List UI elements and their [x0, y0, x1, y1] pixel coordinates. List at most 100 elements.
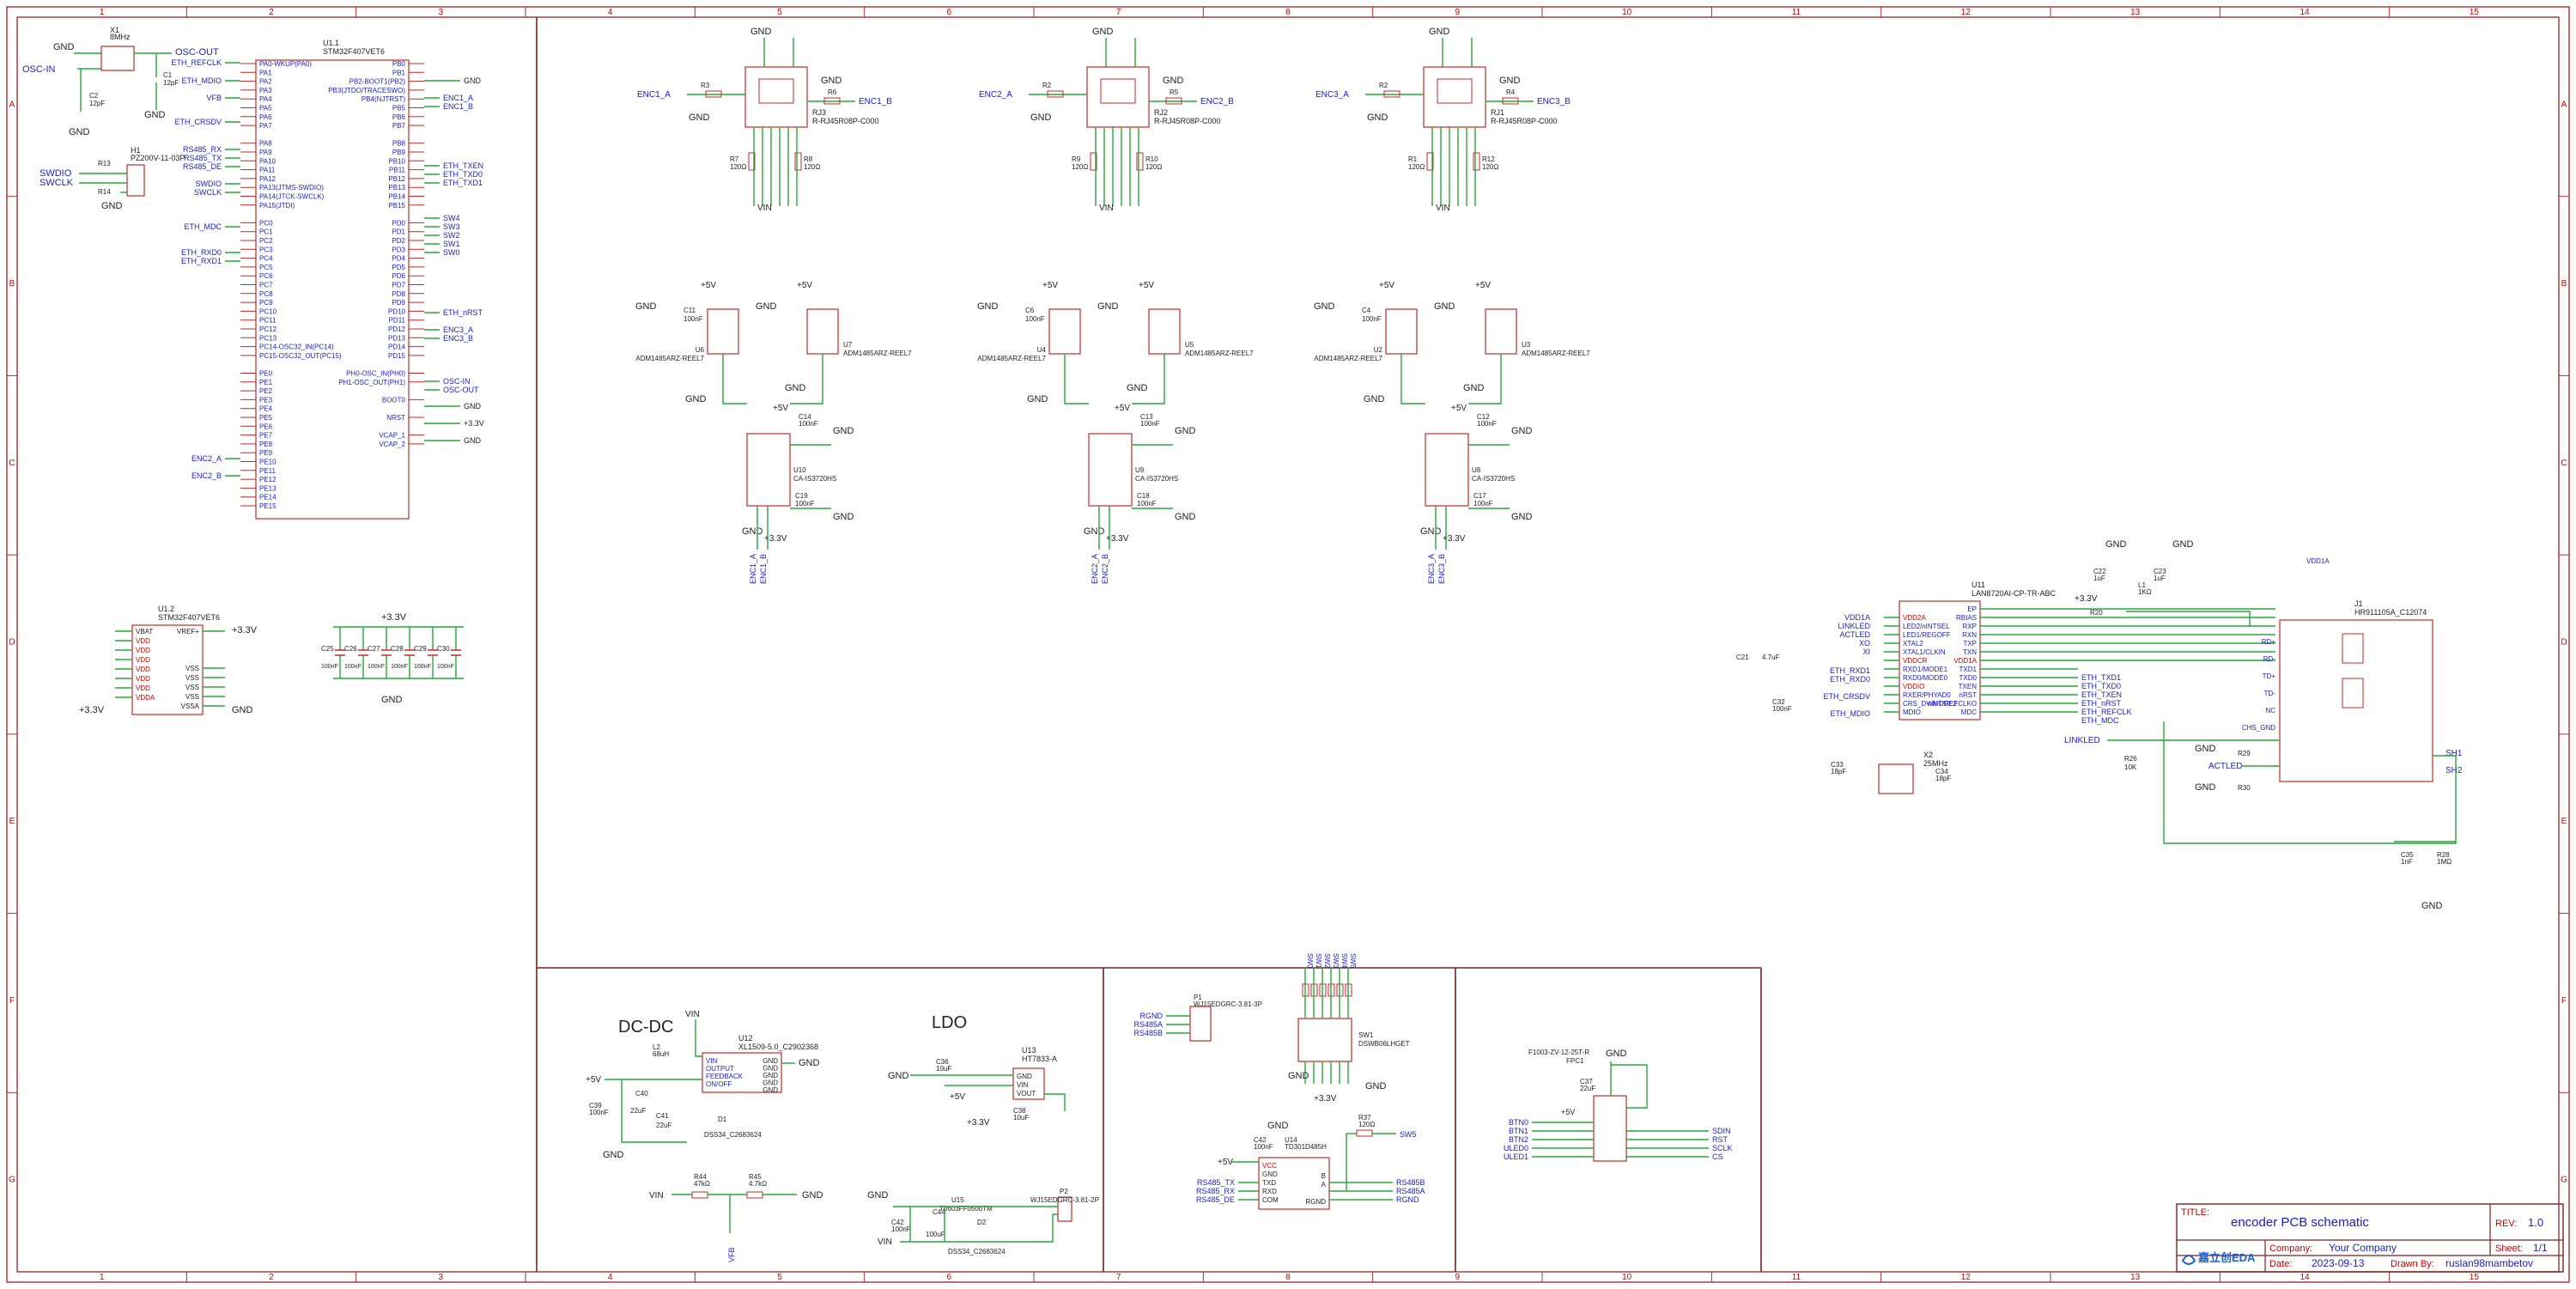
- mcu-pin-left: PC15-OSC32_OUT(PC15): [259, 352, 342, 360]
- encoder-isolator-ref: U10: [793, 466, 806, 474]
- dcdc-cap-2: C40: [635, 1090, 648, 1097]
- mcu-pin-right: PD8: [392, 290, 405, 298]
- ldo-cap-2: C38: [1013, 1107, 1026, 1115]
- encoder-isolator-body: [746, 433, 791, 507]
- encoder-cap-3: C19: [795, 492, 808, 500]
- mcu-pin-left: PC6: [259, 272, 273, 280]
- dip-switch-ref: SW1: [1358, 1031, 1374, 1039]
- mcu-pin-left: PE12: [259, 476, 276, 483]
- encoder-isolator-part: CA-IS3720HS: [1135, 475, 1178, 483]
- encoder-xcvr-a-ref: U6: [696, 346, 705, 354]
- decoupling-cap-ref: C30: [437, 645, 450, 653]
- mcu-pin-left: PE9: [259, 449, 273, 457]
- mcu-pin-right: PD7: [392, 282, 405, 289]
- phy-net-left: ETH_MDIO: [1830, 709, 1870, 718]
- mcu-net-right: GND: [464, 76, 482, 85]
- power-diode-ref: D2: [977, 1219, 987, 1226]
- title-block: TITLE: encoder PCB schematic REV: 1.0 Co…: [2176, 1203, 2564, 1273]
- frame-row-label-left: C: [9, 459, 15, 468]
- mcu-net-right: OSC-OUT: [443, 386, 479, 394]
- decoupling-cap-ref: C26: [344, 645, 357, 653]
- dcdc-pin-right: GND: [762, 1072, 778, 1079]
- dcdc-cap-1-value: 100nF: [589, 1109, 609, 1116]
- mcu-net-right: GND: [464, 436, 482, 445]
- fpc-net-right: SCLK: [1712, 1144, 1733, 1152]
- encoder-xcvr-a-part: ADM1485ARZ-REEL7: [1314, 355, 1382, 362]
- mcu-pin-left: PA5: [259, 105, 272, 112]
- rs485-section: P1WJ15EDGRC-3.81-3PRGNDRS485ARS485BU14TD…: [1133, 994, 1425, 1210]
- crystal-x1-ref: X1: [110, 26, 119, 34]
- mcu-net-left: VFB: [206, 94, 222, 102]
- crystal-net-gnd: GND: [53, 42, 75, 52]
- swd-header-body: [126, 164, 145, 197]
- power-fuse-part: T0603FF0500TM: [939, 1205, 993, 1213]
- phy-net-right: ETH_TXEN: [2081, 690, 2122, 699]
- dcdc-net-vin: VIN: [685, 1010, 700, 1019]
- encoder-cap-2: C12: [1477, 413, 1490, 421]
- swd-net-swclk: SWCLK: [39, 178, 74, 188]
- encoder-rj45-part: R-RJ45R08P-C000: [812, 117, 879, 125]
- section-title-ldo: LDO: [932, 1013, 967, 1032]
- fpc-net-left: BTN2: [1509, 1135, 1528, 1144]
- fpc-section: F1003-ZV-12-25T-RFPC1C3722uFGND+5VBTN0BT…: [1504, 1049, 1733, 1162]
- frame-row-label-left: E: [9, 817, 15, 826]
- dcdc-passives: L268uHD1DSS34_C2683624C39100nFC4022uFC41…: [586, 1010, 823, 1262]
- mcu-net-right: ETH_TXD0: [443, 170, 483, 179]
- encoder-net-gnd-5: GND: [785, 383, 806, 393]
- decoupling-cap-value: 100nF: [368, 664, 385, 670]
- encoder-cap-2-value: 100nF: [1477, 420, 1497, 428]
- mcu-power-pin-left: VBAT: [136, 628, 153, 635]
- dip-switch-net: SW5: [1349, 953, 1357, 969]
- mcu-pin-left: PC1: [259, 228, 273, 236]
- mcu-pin-left: PA11: [259, 167, 276, 174]
- phy-net-left: ETH_RXD1: [1830, 666, 1870, 675]
- encoder-rj45-part: R-RJ45R08P-C000: [1154, 117, 1221, 125]
- fpc-cap-ref: C37: [1580, 1078, 1593, 1085]
- phy-net-left: ACTLED: [1839, 630, 1870, 639]
- mcu-pin-right: PB8: [392, 140, 406, 148]
- rs485-xcvr-pin-left: TXD: [1262, 1179, 1276, 1187]
- mcu-net-right: ENC3_B: [443, 334, 473, 343]
- ldo-pin: GND: [1017, 1073, 1032, 1080]
- dcdc-divider-r2-value: 4.7kΩ: [749, 1180, 767, 1188]
- phy-pin-right: RBIAS: [1956, 614, 1977, 622]
- encoder-net-gnd-xcvr-b: GND: [1434, 301, 1455, 312]
- rs485-xcvr-body: [1258, 1157, 1330, 1210]
- mcu-net-left: RS485_RX: [183, 145, 222, 154]
- dcdc-divider-r2: R45: [749, 1173, 762, 1181]
- frame-column-label-bottom: 4: [608, 1273, 613, 1282]
- ldo-pin: VIN: [1017, 1081, 1029, 1089]
- phy-ref: U11: [1971, 581, 1985, 589]
- dcdc-cap-1: C39: [589, 1102, 602, 1110]
- mcu-power-u1-2: U1.2 STM32F407VET6 VBATVDDVDDVDDVDDVDDVD…: [79, 605, 258, 715]
- rs485-cap-value: 100nF: [1254, 1143, 1273, 1151]
- encoder-xcvr-a-part: ADM1485ARZ-REEL7: [635, 355, 704, 362]
- mcu-net-right: ENC1_A: [443, 94, 473, 102]
- ethernet-passive-label: C32: [1772, 698, 1785, 706]
- ethernet-passive-label: 1uF: [2154, 575, 2166, 582]
- mcu-pin-left: PE0: [259, 370, 273, 378]
- dcdc-divider-r1-value: 47kΩ: [694, 1180, 710, 1188]
- encoder-xcvr-b-part: ADM1485ARZ-REEL7: [843, 350, 912, 357]
- phy-pin-right: nRST: [1959, 691, 1978, 699]
- mcu-pin-right: PD15: [388, 352, 406, 360]
- mcu-pin-left: PE4: [259, 405, 273, 413]
- power-input-section: P2WJ15EDGRC-3.81-2PU15T0603FF0500TMD2DSS…: [867, 1188, 1099, 1256]
- phy-net-left: XO: [1859, 639, 1870, 648]
- encoder-net-enc-b: ENC3_B: [1537, 97, 1571, 106]
- fpc-labels: F1003-ZV-12-25T-RFPC1C3722uFGND+5VBTN0BT…: [1504, 1049, 1733, 1161]
- rj45-jack-pin: TD-: [2264, 690, 2276, 697]
- mcu-pin-right: PD14: [388, 344, 406, 351]
- decoupling-cap-ref: C27: [368, 645, 380, 653]
- mcu-pin-left: PE6: [259, 423, 273, 430]
- ethernet-passive-label: R20: [2090, 609, 2103, 617]
- ldo-net-gnd: GND: [888, 1071, 909, 1081]
- mcu-power-pin-right: VSS: [185, 693, 199, 701]
- frame-column-label-bottom: 10: [1622, 1273, 1632, 1282]
- fpc-net-right: CS: [1712, 1152, 1723, 1161]
- swd-res-r13: R13: [98, 160, 111, 167]
- frame-column-label-top: 2: [269, 8, 274, 17]
- rs485-connector-body: [1189, 1006, 1212, 1042]
- frame-column-label-bottom: 2: [269, 1273, 274, 1282]
